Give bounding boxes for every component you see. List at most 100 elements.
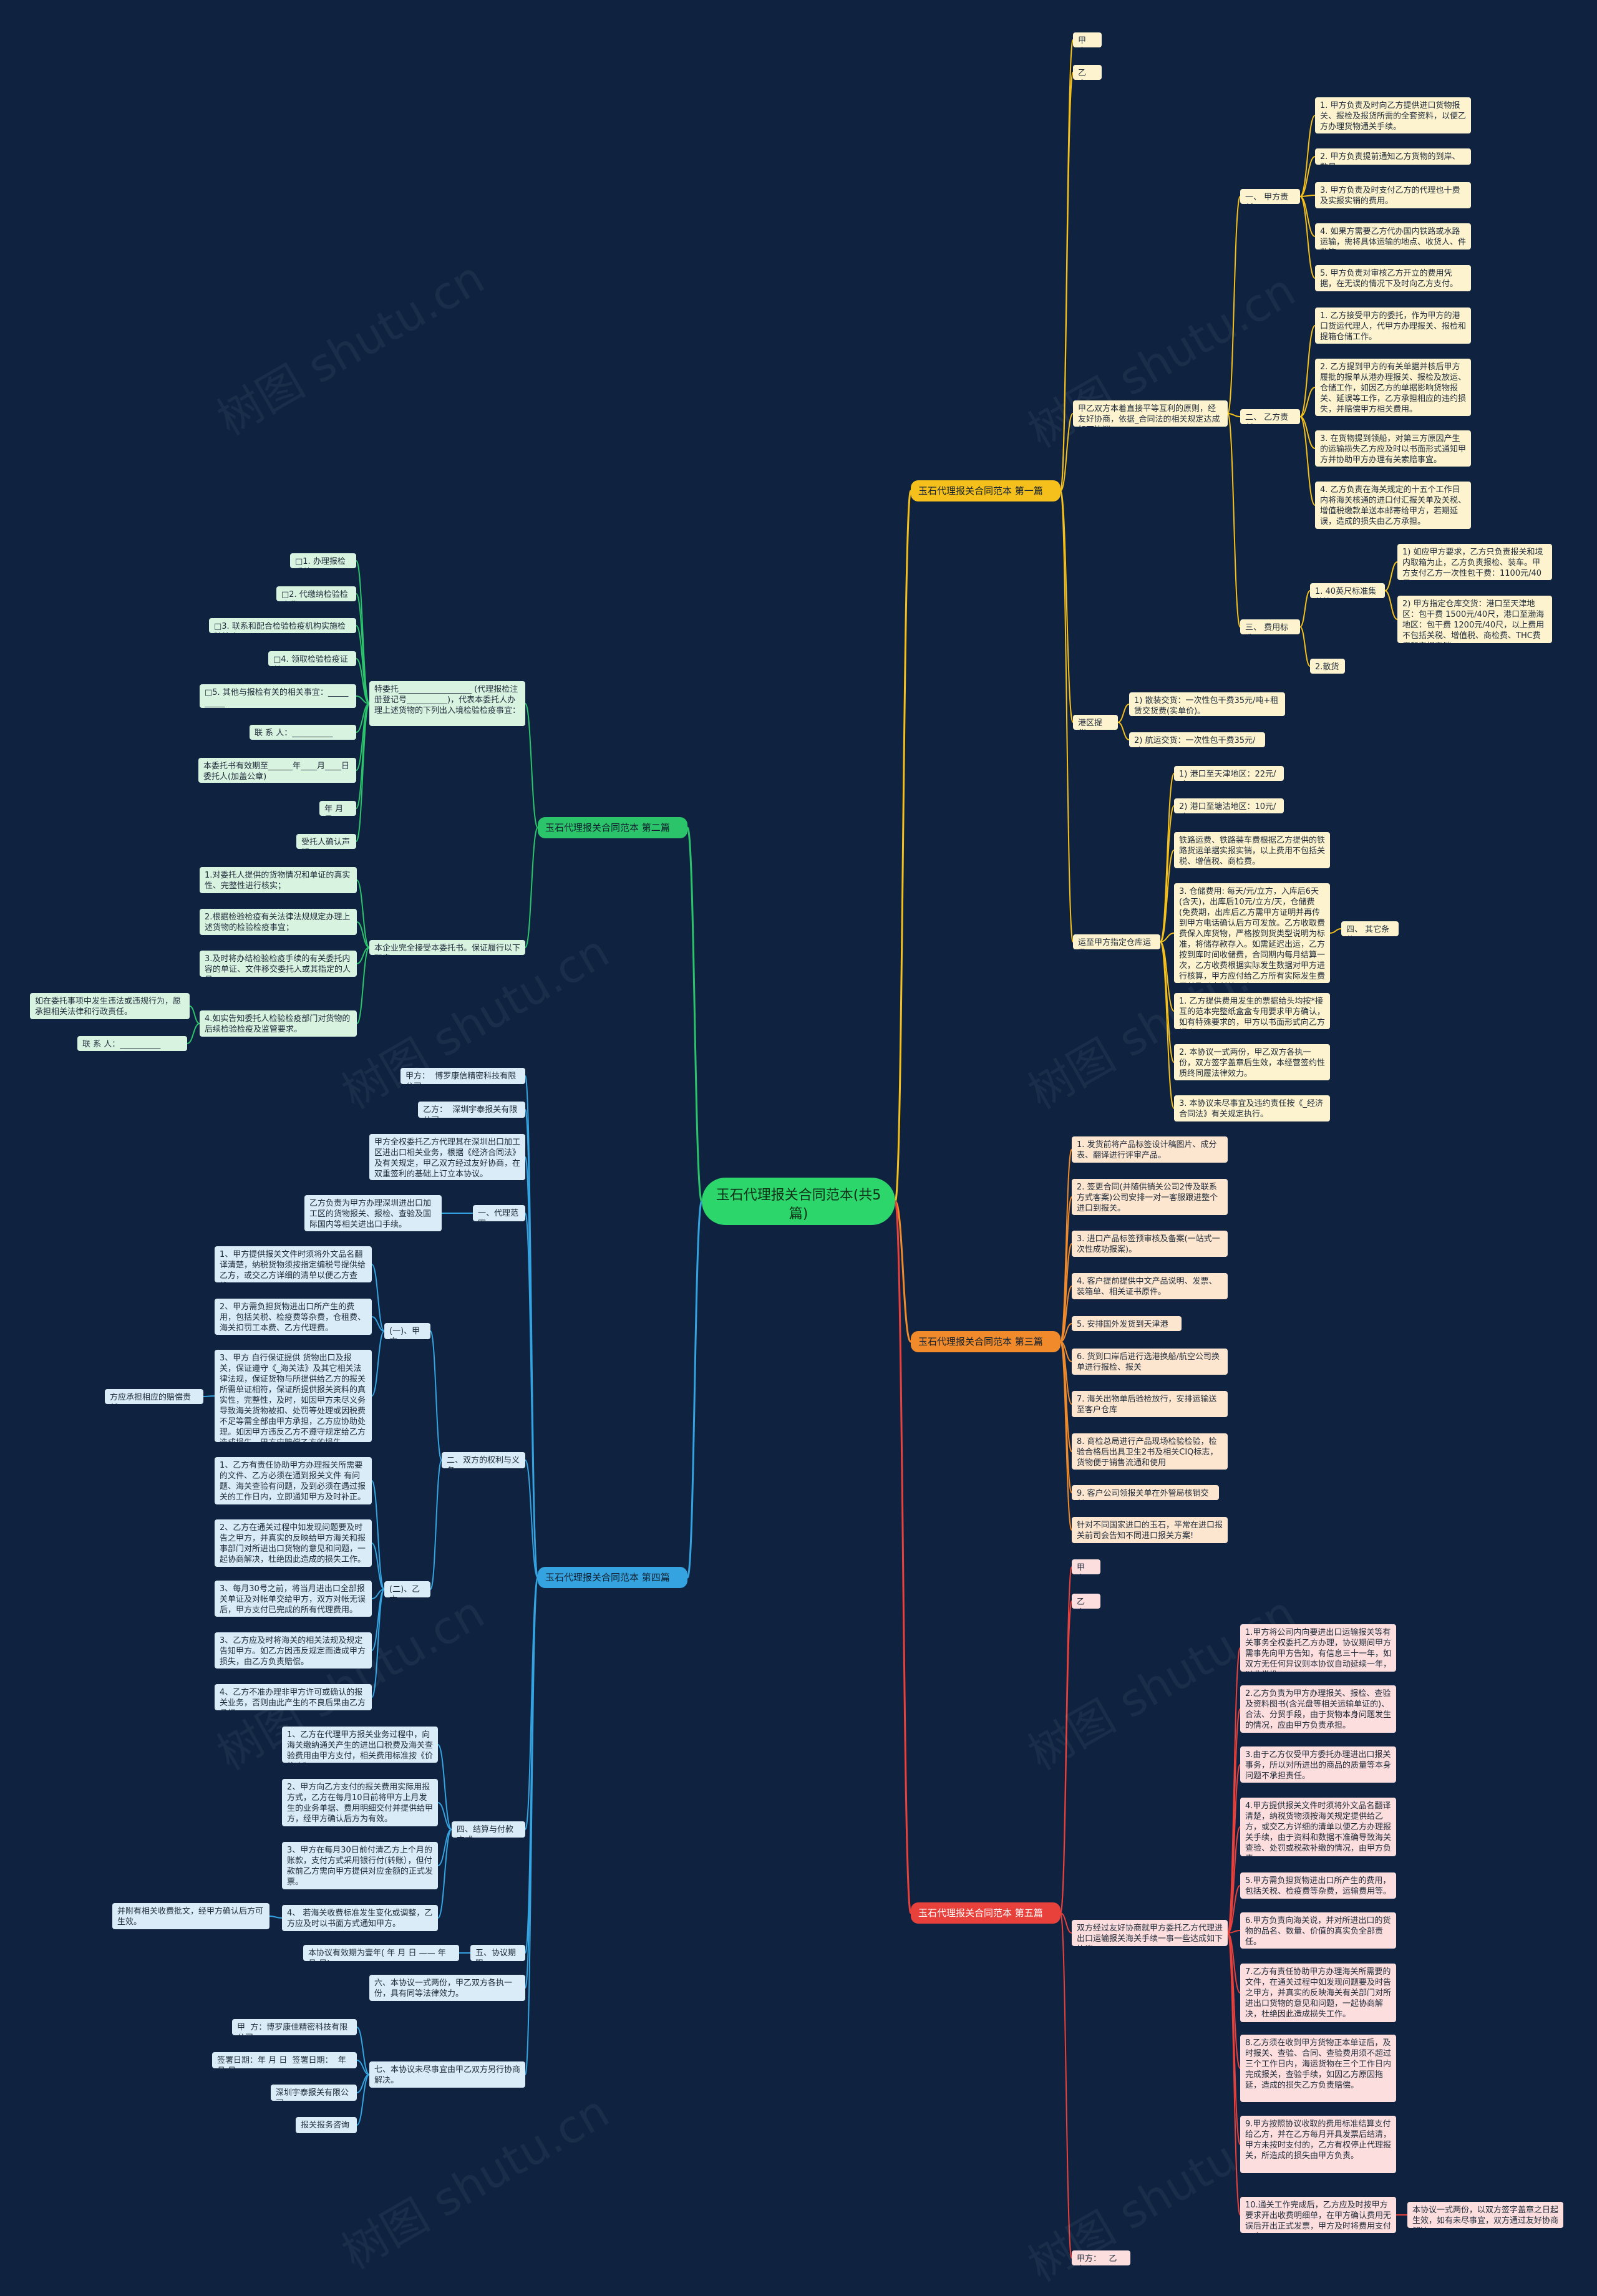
b1-s2-item[interactable]: 4. 乙方负责在海关规定的十五个工作日内将海关核通的进口付汇报关单及关税、增值税… xyxy=(1315,482,1471,529)
b4-duty-b[interactable]: 2、乙方在通关过程中如发现问题要及时告之甲方，并真实的反映给甲方海关和报事部门对… xyxy=(215,1519,372,1567)
b1-s2-item[interactable]: 2. 乙方提到甲方的有关单据并核后甲方履批的报单从港办理报关、报检及放运、仓储工… xyxy=(1315,359,1471,416)
b4-term[interactable]: 五、协议期限 xyxy=(470,1945,525,1961)
b4-party-b[interactable]: 乙方： 深圳宇泰报关有限公司 xyxy=(418,1102,525,1118)
b3-step[interactable]: 5. 安排国外发货到天津港口。 xyxy=(1072,1316,1182,1331)
b4-duty-a[interactable]: 2、甲方需负担货物进出口所产生的费用，包括关税、检疫费等杂费，仓租费、海关扣罚工… xyxy=(215,1299,372,1335)
b4-duty-b[interactable]: 3、乙方应及时将海关的相关法规及规定告知甲方。如乙方因违反规定而造成甲方损失，由… xyxy=(215,1632,372,1669)
b5-signatures[interactable]: 甲方： 乙方： xyxy=(1072,2250,1130,2265)
b2-item[interactable]: □4. 领取检验检疫证单。 xyxy=(268,651,356,666)
b2-duty[interactable]: 3.及时将办结检验检疫手续的有关委托内容的单证、文件移交委托人或其指定的人员； xyxy=(200,951,357,977)
b3-step[interactable]: 2. 签更合同(并随供销关公司2传及联系方式客案)公司安排一对一客服跟进整个进口… xyxy=(1072,1179,1228,1215)
b2-contact[interactable]: 联 系 人：__________ xyxy=(77,1036,187,1051)
b1-wh-item[interactable]: 2. 本协议一式两份，甲乙双方各执一份，双方签字盖章后生效，本经营签约性质终同履… xyxy=(1174,1044,1330,1080)
b3-step[interactable]: 针对不同国家进口的玉石，平常在进口报关前司会告知不同进口报关方案! xyxy=(1072,1517,1228,1543)
b1-section-1[interactable]: 一、 甲方责任： xyxy=(1240,189,1300,204)
b1-port-item[interactable]: 1) 散装交货：一次性包干费35元/吨+租赁交货费(实单价)。 xyxy=(1129,692,1285,716)
b4-duty-b[interactable]: 4、乙方不准办理非甲方许可或确认的报关业务，否则由此产生的不良后果由乙方承担。 xyxy=(215,1684,372,1710)
b4-copies[interactable]: 六、本协议一式两份，甲乙双方各执一份，具有同等法律效力。 xyxy=(369,1975,525,2001)
b2-item[interactable]: 受托人确认声明 xyxy=(296,834,356,849)
b4-scope[interactable]: 一、代理范围 xyxy=(473,1205,525,1221)
b4-sign-item[interactable]: 深圳宇泰报关有限公司 xyxy=(271,2085,357,2101)
b4-sign-item[interactable]: 报关报务咨询 xyxy=(296,2117,357,2133)
b4-duty-a[interactable]: 3、甲方 自行保证提供 货物出口及报关，保证遵守《_海关法》及其它相关法律法规，… xyxy=(215,1350,372,1442)
b3-step[interactable]: 7. 海关出物单后验检放行，安排运输送至客户仓库 xyxy=(1072,1391,1228,1417)
b4-party-a-duties[interactable]: (一)、甲方 xyxy=(384,1323,430,1339)
branch-5-title[interactable]: 玉石代理报关合同范本 第五篇 xyxy=(911,1902,1061,1924)
b5-clause[interactable]: 7.乙方有责任协助甲方办理海关所需要的文件，在通关过程中如发现问题要及时告之甲方… xyxy=(1240,1964,1396,2022)
b2-intro[interactable]: 特委托__________________ (代理报检注册登记号________… xyxy=(369,681,525,726)
b1-party-a[interactable]: 甲方： xyxy=(1073,32,1102,47)
b4-sign-item[interactable]: 甲 方：博罗康佳精密科技有限公司 xyxy=(232,2019,357,2035)
b4-scope-text[interactable]: 乙方负责为甲方办理深圳进出口加工区的货物报关、报检、查验及国际国内等相关进出口手… xyxy=(304,1195,442,1231)
b1-s3-item[interactable]: 1) 如应甲方要求，乙方只负责报关和境内取箱为止，乙方负责报检、装车。甲方支付乙… xyxy=(1397,544,1552,580)
b4-settlement-item[interactable]: 2、甲方向乙方支付的报关费用实际用报方式，乙方在每月10日前将甲方上月发生的业务… xyxy=(282,1779,438,1826)
b2-item[interactable]: □2. 代缴纳检验检疫费 xyxy=(276,586,356,601)
b1-s3-container[interactable]: 1. 40英尺标准集装箱 xyxy=(1310,583,1385,598)
b5-clause[interactable]: 8.乙方须在收到甲方货物正本单证后，及时报关、查验、合同、查验费用须不超过三个工… xyxy=(1240,2035,1396,2102)
b4-duty-a[interactable]: 1、甲方提供报关文件时须将外文品名翻译清楚，纳税货物须按指定编税号提供给乙方，或… xyxy=(215,1246,372,1282)
b4-rights-duties[interactable]: 二、双方的权利与义务 xyxy=(442,1452,525,1468)
b1-wh-item[interactable]: 铁路运费、铁路装车费根据乙方提供的铁路货运单据实报实销，以上费用不包括关税、增值… xyxy=(1174,832,1330,868)
branch-3-title[interactable]: 玉石代理报关合同范本 第三篇 xyxy=(911,1331,1061,1352)
b5-clause[interactable]: 4.甲方提供报关文件时须将外文品名翻译清楚，纳税货物须按海关规定提供给乙方，或交… xyxy=(1240,1798,1396,1856)
b4-term-text[interactable]: 本协议有效期为壹年( 年 月 日 —— 年 月 日) xyxy=(303,1945,459,1961)
b2-confirmation[interactable]: 本企业完全接受本委托书。保证履行以下职责： xyxy=(369,940,525,955)
b5-clause[interactable]: 3.由于乙方仅受甲方委托办理进出口报关事务，所以对所进出的商品的质量等本身问题不… xyxy=(1240,1746,1396,1783)
b5-clause[interactable]: 6.甲方负责向海关说，并对所进出口的货物的品名、数量、价值的真实负全部责任。 xyxy=(1240,1912,1396,1949)
b2-item[interactable]: □5. 其他与报检有关的相关事宜：__________ xyxy=(200,684,356,708)
b5-intro[interactable]: 双方经过友好协商就甲方委托乙方代理进出口运输报关海关手续一事一些达成如下协议： xyxy=(1072,1920,1228,1946)
branch-2-title[interactable]: 玉石代理报关合同范本 第二篇 xyxy=(538,817,687,838)
b1-s2-item[interactable]: 3. 在货物提到领船，对第三方原因产生的运输损失乙方应及时以书面形式通知甲方并协… xyxy=(1315,430,1471,467)
b5-clause[interactable]: 2.乙方负责为甲方办理报关、报检、查验及资料图书(含光盘等相关运输单证的)、合法… xyxy=(1240,1685,1396,1733)
b1-s1-item[interactable]: 3. 甲方负责及时支付乙方的代理也十费及实报实销的费用。 xyxy=(1315,182,1471,208)
b1-wh-item[interactable]: 1. 乙方提供费用发生的票据给头均按*接互的范本完整纸盒盒专用要求甲方确认，如有… xyxy=(1174,993,1330,1029)
b1-wh-item[interactable]: 3. 本协议未尽事宜及违约责任按《_经济合同法》有关规定执行。 xyxy=(1174,1095,1330,1121)
b1-wh-item[interactable]: 2) 港口至塘沽地区：10元/吨。 xyxy=(1174,798,1284,813)
b1-s3-item[interactable]: 2) 甲方指定仓库交货：港口至天津地区：包干费 1500元/40尺，港口至渤海地… xyxy=(1397,596,1552,643)
b4-settlement-item[interactable]: 4、 若海关收费标准发生变化或调整，乙方应及时以书面方式通知甲方。 xyxy=(282,1905,438,1931)
b5-clause[interactable]: 9.甲方按照协议收取的费用标准结算支付给乙方，并在乙方每月开具发票后结清，甲方未… xyxy=(1240,2116,1396,2173)
b1-intro[interactable]: 甲乙双方本着直接平等互利的原则，经友好协商，依据_合同法的相关规定达成如下协议： xyxy=(1073,400,1228,427)
b5-party-b[interactable]: 乙方： xyxy=(1072,1594,1100,1609)
root-topic[interactable]: 玉石代理报关合同范本(共5篇) xyxy=(702,1178,895,1225)
b1-section-2[interactable]: 二、 乙方责任： xyxy=(1240,409,1300,424)
b5-clause[interactable]: 10.通关工作完成后，乙方应及时按甲方要求开出收费明细单，在甲方确认费用无误后开… xyxy=(1240,2197,1396,2233)
b4-duty-b[interactable]: 3、每月30号之前，将当月进出口全部报关单证及对帐单交给甲方，双方对帐无误后，甲… xyxy=(215,1581,372,1617)
b1-s2-item[interactable]: 1. 乙方接受甲方的委托，作为甲方的港口货运代理人，代甲方办理报关、报检和提箱仓… xyxy=(1315,308,1471,344)
b4-settlement[interactable]: 四、结算与付款方式 xyxy=(452,1821,525,1838)
b3-step[interactable]: 6. 货到口岸后进行选港换船/航空公司换单进行报检、报关 xyxy=(1072,1349,1228,1375)
branch-1-title[interactable]: 玉石代理报关合同范本 第一篇 xyxy=(911,480,1061,501)
b4-intro[interactable]: 甲方全权委托乙方代理其在深圳出口加工区进出口相关业务，根据《经济合同法》及有关规… xyxy=(369,1134,525,1180)
b2-item[interactable]: 联 系 人：__________ xyxy=(250,725,356,740)
b1-s1-item[interactable]: 5. 甲方负责对审核乙方开立的费用凭据，在无误的情况下及时向乙方支付。 xyxy=(1315,265,1471,291)
b5-party-a[interactable]: 甲方： xyxy=(1072,1559,1100,1574)
b2-duty[interactable]: 2.根据检验检疫有关法律法规规定办理上述货物的检验检疫事宜； xyxy=(200,909,357,935)
b2-item[interactable]: 年 月 日 xyxy=(319,801,356,816)
b1-party-b[interactable]: 乙方： xyxy=(1073,65,1102,80)
b1-port-pickup[interactable]: 港区提货： xyxy=(1073,715,1118,730)
b3-step[interactable]: 8. 商检总局进行产品现场检验检验，检验合格后出具卫生2书及相关CIQ标志，货物… xyxy=(1072,1433,1228,1470)
b1-wh-item[interactable]: 3. 仓储费用: 每天/元/立方，入库后6天(含天)，出库后10元/立方/天，仓… xyxy=(1174,883,1330,983)
branch-4-title[interactable]: 玉石代理报关合同范本 第四篇 xyxy=(538,1567,687,1588)
b1-port-item[interactable]: 2) 航运交货：一次性包干费35元/吨。 xyxy=(1129,732,1265,747)
b4-unresolved[interactable]: 七、本协议未尽事宜由甲乙双方另行协商解决。 xyxy=(369,2061,525,2088)
b4-settlement-note[interactable]: 并附有相关收费批文，经甲方确认后方可生效。 xyxy=(112,1903,269,1929)
b4-duty-b[interactable]: 1、乙方有责任协助甲方办理报关所需要的文件、乙方必须在通到报关文件 有问题、海关… xyxy=(215,1457,372,1504)
b5-closing-note[interactable]: 本协议一式两份，以双方签字盖章之日起生效，如有未尽事宜，双方通过友好协商解决。 xyxy=(1407,2202,1563,2228)
b4-party-a[interactable]: 甲方： 博罗康信精密科技有限公司 xyxy=(400,1068,525,1084)
b1-s1-item[interactable]: 1. 甲方负责及时向乙方提供进口货物报关、报检及报货所需的全套资料，以便乙方办理… xyxy=(1315,97,1471,133)
b2-item[interactable]: 本委托书有效期至______年____月____日 委托人(加盖公章) xyxy=(198,758,356,783)
b2-item[interactable]: □1. 办理报检手续 xyxy=(290,553,356,568)
b4-duty-a-note[interactable]: 方应承担相应的赔偿责任。 xyxy=(105,1389,203,1404)
b2-liability-note[interactable]: 如在委托事项中发生违法或违规行为，愿承担相关法律和行政责任。 xyxy=(30,993,190,1019)
b5-clause[interactable]: 5.甲方需负担货物进出口所产生的费用，包括关税、检疫费等杂费，运输费用等。 xyxy=(1240,1872,1396,1899)
b3-step[interactable]: 3. 进口产品标签预审核及备案(一站式一次性成功报案)。 xyxy=(1072,1231,1228,1257)
b5-clause[interactable]: 1.甲方将公司内向要进出口运输报关等有关事务全权委托乙方办理，协议期间甲方需事先… xyxy=(1240,1624,1396,1672)
b1-warehouse-freight[interactable]: 运至甲方指定仓库运费： xyxy=(1073,934,1160,949)
b1-s1-item[interactable]: 2. 甲方负责提前通知乙方货物的到岸、数量。 xyxy=(1315,148,1471,165)
b1-section-3[interactable]: 三、 费用标准： xyxy=(1240,619,1300,634)
b2-item[interactable]: □3. 联系和配合检验检疫机构实施检验检疫 xyxy=(209,618,356,633)
b3-step[interactable]: 4. 客户提前提供中文产品说明、发票、装箱单、相关证书原件。 xyxy=(1072,1273,1228,1299)
b4-settlement-item[interactable]: 3、甲方在每月30日前付清乙方上个月的账款，支付方式采用银行付(转账），但付款前… xyxy=(282,1842,438,1889)
b4-sign-item[interactable]: 签署日期：年 月 日 签署日期： 年 月 日 xyxy=(212,2052,357,2068)
